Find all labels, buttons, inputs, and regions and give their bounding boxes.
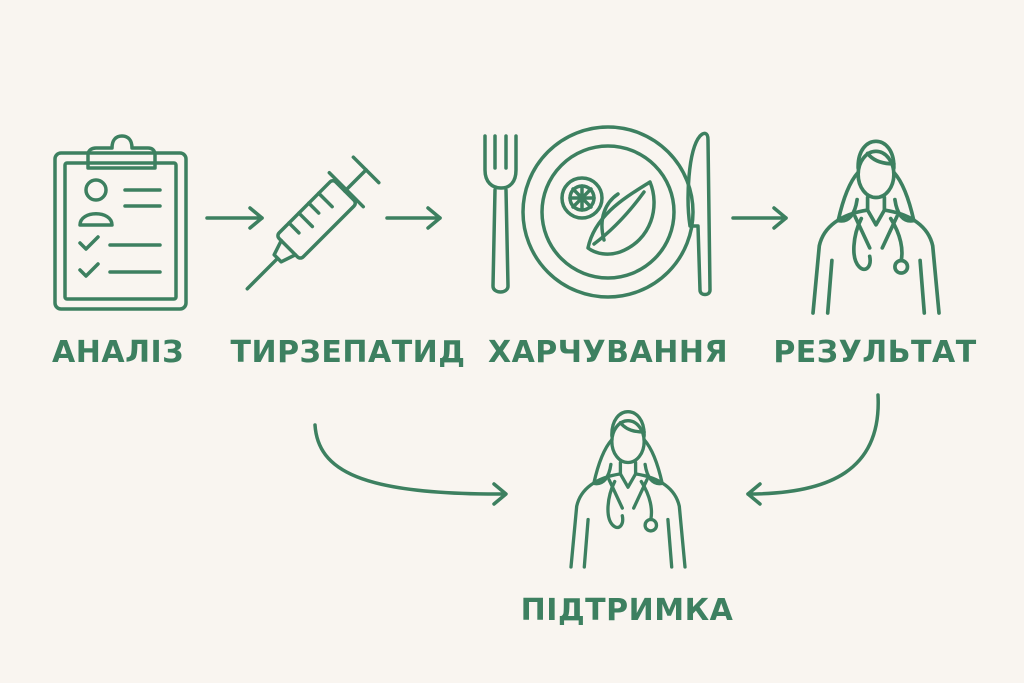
syringe-icon — [245, 155, 381, 291]
clipboard-icon — [53, 134, 188, 311]
doctor-icon — [811, 139, 941, 315]
doctor-icon — [569, 410, 687, 569]
step-label-analysis: АНАЛІЗ — [52, 335, 184, 370]
plate-cutlery-icon — [483, 125, 712, 299]
step-label-result: РЕЗУЛЬТАТ — [773, 335, 976, 370]
step-label-tirzepatide: ТИРЗЕПАТИД — [231, 335, 466, 370]
curved-arrow-icon — [746, 393, 880, 506]
arrow-right-icon — [731, 206, 788, 230]
step-label-nutrition: ХАРЧУВАННЯ — [488, 335, 728, 370]
curved-arrow-icon — [313, 423, 508, 506]
arrow-right-icon — [385, 206, 442, 230]
support-label: ПІДТРИМКА — [521, 593, 734, 628]
arrow-right-icon — [205, 206, 264, 230]
